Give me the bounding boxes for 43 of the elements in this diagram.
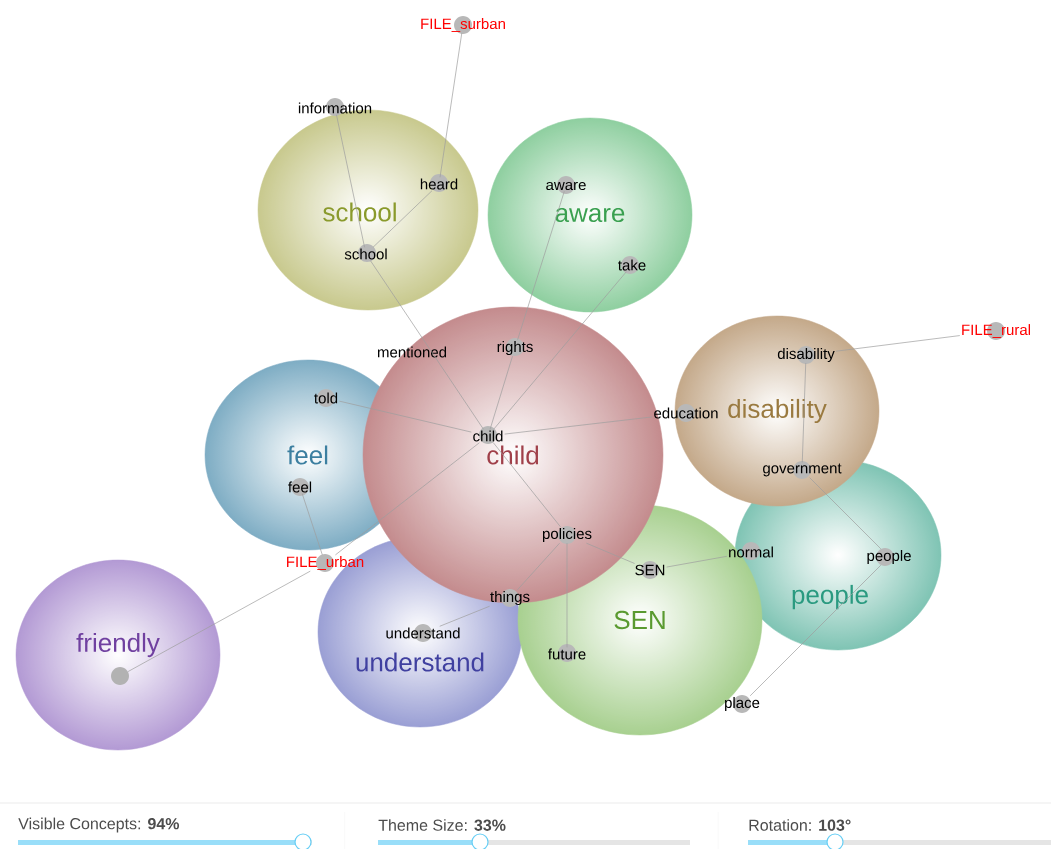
- concept-label: school: [344, 244, 387, 262]
- concept-label: SEN: [635, 561, 665, 579]
- connector-line: [517, 542, 560, 591]
- concept-label: FILE_rural: [962, 322, 1030, 340]
- concept-label: told: [314, 389, 338, 407]
- connector-line: [809, 477, 882, 550]
- concept-label: policies: [542, 526, 592, 544]
- connector-line: [370, 260, 484, 430]
- connector-line: [372, 190, 433, 248]
- concept-label: place: [725, 695, 760, 713]
- concept-label: rights: [497, 338, 533, 356]
- concept-label: people: [867, 548, 911, 566]
- connector-line: [336, 114, 365, 248]
- slider-label: Theme Size: 33%: [378, 819, 506, 831]
- connector-line: [439, 32, 463, 178]
- concept-label: child: [473, 426, 503, 444]
- concept-label: feel: [288, 478, 312, 496]
- concept-label: take: [618, 256, 646, 274]
- connector-line: [749, 564, 882, 697]
- concept-label: disability: [777, 346, 835, 364]
- connector-line: [666, 555, 728, 568]
- concept-dot: [111, 667, 129, 685]
- concept-label: aware: [546, 176, 586, 194]
- connector-line: [517, 190, 565, 341]
- connector-line: [586, 542, 635, 564]
- concept-label: FILE_surban: [421, 16, 505, 34]
- concept-label: future: [548, 644, 586, 662]
- slider-label: Rotation: 103°: [749, 819, 851, 831]
- connector-line: [439, 605, 490, 627]
- slider-label: Visible Concepts: 94%: [18, 817, 180, 833]
- connector-line: [801, 362, 807, 463]
- connector-line: [127, 570, 311, 672]
- connector-line: [301, 493, 323, 556]
- concept-label: heard: [420, 174, 458, 192]
- connector-line: [338, 400, 472, 433]
- connector-line: [493, 442, 561, 528]
- connector-line: [835, 335, 961, 352]
- concept-label: government: [763, 461, 842, 479]
- connector-line: [493, 271, 627, 430]
- connector-line: [335, 442, 480, 556]
- connector-line: [489, 355, 513, 430]
- connector-line: [504, 416, 653, 435]
- concept-label: understand: [386, 624, 460, 642]
